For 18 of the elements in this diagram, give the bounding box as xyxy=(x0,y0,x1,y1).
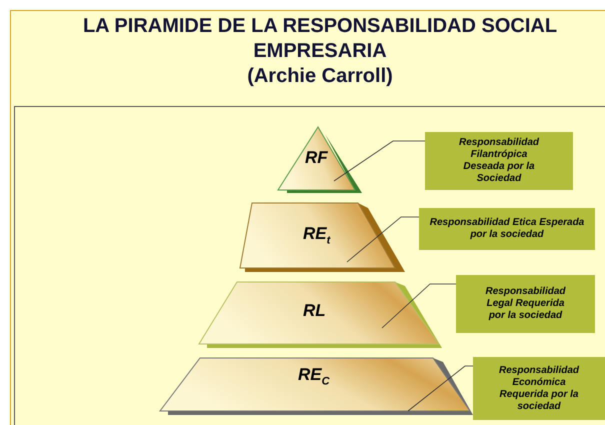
description-text: Responsabilidad Económica Requerida por la sociedad xyxy=(498,364,580,412)
description-box xyxy=(456,275,595,333)
leader-line xyxy=(334,140,426,182)
description-text: Responsabilidad Etica Esperada por la sociedad xyxy=(428,217,586,241)
level-label: RE$_{C}$ xyxy=(298,365,330,388)
description-box xyxy=(425,132,573,190)
leader-line xyxy=(382,284,456,328)
title: LA PIRAMIDE DE LA RESPONSABILIDAD SOCIAL EMPRESARIA xyxy=(82,14,558,64)
leader-line xyxy=(408,366,474,412)
level-label: RF xyxy=(305,148,328,168)
leader-line xyxy=(346,216,420,262)
description-text: Responsabilidad Legal Requerida por la sociedad xyxy=(484,286,566,322)
level-label: RL xyxy=(303,301,326,321)
description-box xyxy=(473,357,605,420)
subtitle: (Archie Carroll) xyxy=(246,64,394,89)
description-box xyxy=(419,208,595,250)
description-text: Responsabilidad Filantrópica Deseada por la Sociedad xyxy=(458,137,540,185)
level-label: RE$_{t}$ xyxy=(303,224,330,246)
